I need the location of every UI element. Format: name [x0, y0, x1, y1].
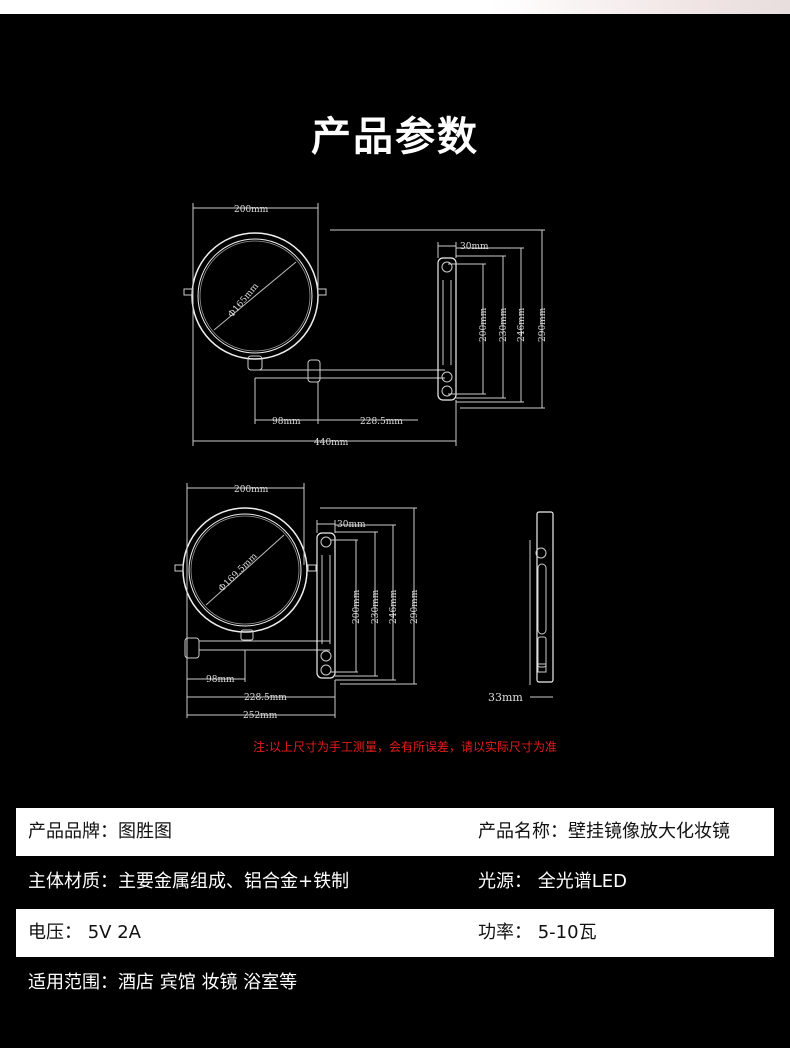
spec-row-4: 适用范围：酒店 宾馆 妆镜 浴室等	[16, 959, 774, 1007]
bottom-h4-label: 290mm	[410, 589, 420, 624]
bottom-h1-label: 200mm	[352, 589, 362, 624]
bottom-width-label: 200mm	[234, 485, 269, 495]
top-h4-label: 290mm	[538, 307, 548, 342]
top-mirror-diagram	[183, 203, 545, 446]
spec-material: 主体材质：主要金属组成、铝合金+铁制	[28, 871, 350, 892]
top-arm-label: 30mm	[460, 242, 489, 252]
bottom-diameter-label: Φ169.5mm	[217, 551, 260, 594]
bottom-seg2-label: 228.5mm	[244, 693, 287, 703]
spec-usage: 适用范围：酒店 宾馆 妆镜 浴室等	[28, 972, 298, 993]
side-view-diagram	[529, 511, 554, 698]
spec-brand: 产品品牌：图胜图	[28, 821, 172, 842]
bottom-h2-label: 230mm	[371, 589, 381, 624]
top-bar-shade	[490, 0, 790, 14]
spec-row-2: 主体材质：主要金属组成、铝合金+铁制 光源： 全光谱LED	[16, 858, 774, 906]
top-diameter-label: Φ165mm	[227, 281, 262, 320]
top-h2-label: 230mm	[499, 307, 509, 342]
top-seg1-label: 98mm	[272, 417, 301, 427]
spec-row-3: 电压： 5V 2A 功率： 5-10瓦	[16, 909, 774, 957]
bottom-mirror-diagram	[174, 483, 417, 718]
spec-light-source: 光源： 全光谱LED	[478, 871, 627, 892]
measurement-note: 注:以上尺寸为手工测量，会有所误差，请以实际尺寸为准	[252, 740, 558, 754]
bottom-seg1-label: 98mm	[206, 675, 235, 685]
top-seg2-label: 228.5mm	[360, 417, 403, 427]
top-total-label: 440mm	[314, 438, 349, 448]
spec-voltage: 电压： 5V 2A	[28, 922, 141, 943]
top-h1-label: 200mm	[479, 307, 489, 342]
bottom-total-label: 252mm	[243, 711, 278, 721]
bottom-arm-label: 30mm	[337, 520, 366, 530]
page-title: 产品参数	[311, 114, 479, 160]
spec-product-name: 产品名称：壁挂镜像放大化妆镜	[478, 821, 730, 842]
top-width-label: 200mm	[234, 205, 269, 215]
spec-power: 功率： 5-10瓦	[478, 922, 597, 943]
side-depth-label: 33mm	[488, 691, 523, 704]
spec-row-1: 产品品牌：图胜图 产品名称：壁挂镜像放大化妆镜	[16, 808, 774, 856]
top-h3-label: 246mm	[517, 307, 527, 342]
dimension-drawing: 200mm Φ165mm 30mm 200mm 230mm 246mm 290m…	[174, 203, 554, 721]
bottom-h3-label: 246mm	[389, 589, 399, 624]
